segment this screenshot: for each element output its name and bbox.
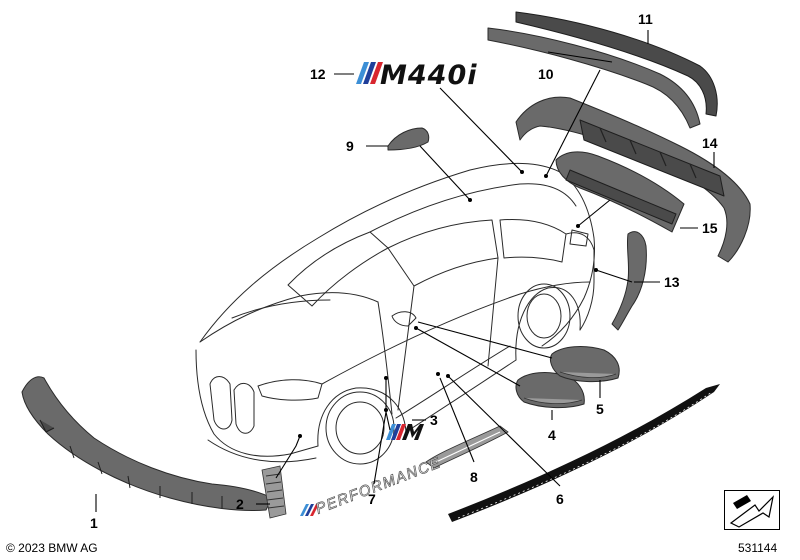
- part-mirror-cap-4: [515, 372, 585, 409]
- callout-7: 7: [368, 491, 376, 507]
- part-antenna-cover: [387, 127, 430, 151]
- callout-11: 11: [638, 11, 653, 27]
- callout-2: 2: [236, 496, 244, 512]
- m-stripes-icon: [356, 62, 383, 84]
- part-model-badge: M440i: [356, 60, 477, 91]
- part-front-splitter: [21, 376, 273, 511]
- part-lip-spoiler: [487, 27, 701, 129]
- callout-6: 6: [556, 491, 564, 507]
- part-air-intake: [261, 465, 287, 519]
- callout-1: 1: [90, 515, 98, 531]
- part-rear-diffuser: [515, 96, 751, 263]
- callout-13: 13: [664, 274, 680, 290]
- callout-15: 15: [702, 220, 718, 236]
- callout-numbers: 1 2 3 4 5 6 7 8 9 10 11 12 13 14 15: [90, 11, 718, 531]
- leader-lines: [95, 30, 715, 512]
- callout-10: 10: [538, 66, 554, 82]
- model-badge-text: M440i: [380, 60, 477, 91]
- part-m-badge: [386, 424, 424, 440]
- callout-14: 14: [702, 135, 718, 151]
- copyright-text: © 2023 BMW AG: [6, 541, 98, 555]
- callout-9: 9: [346, 138, 354, 154]
- part-mirror-cap-5: [549, 346, 620, 383]
- callout-5: 5: [596, 401, 604, 417]
- m-stripes-icon: [300, 504, 319, 516]
- callout-3: 3: [430, 412, 438, 428]
- part-diffuser-insert: [555, 151, 685, 233]
- part-trunk-spoiler: [515, 11, 718, 117]
- diagram-corner-icon: [724, 490, 780, 530]
- performance-decal: PERFORMANCE: [300, 454, 444, 518]
- car-outline: [195, 163, 595, 465]
- callout-12: 12: [310, 66, 326, 82]
- performance-text: PERFORMANCE: [313, 454, 443, 518]
- callout-8: 8: [470, 469, 478, 485]
- callout-4: 4: [548, 427, 556, 443]
- part-side-stripe: [448, 384, 720, 522]
- reference-number: 531144: [738, 541, 778, 555]
- m-stripes-icon: [386, 424, 406, 440]
